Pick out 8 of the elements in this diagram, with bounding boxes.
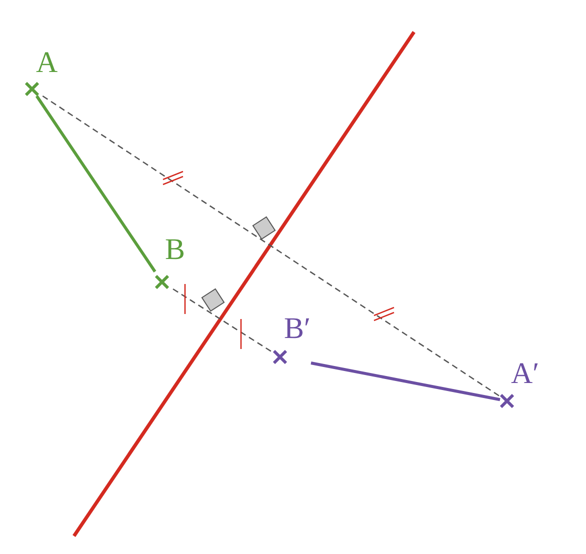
line-segment [172,288,274,354]
point-label: B [165,235,186,265]
point-label: B′ [284,314,311,344]
line-segment [310,362,500,402]
point-label: A′ [511,359,540,389]
line-segment [35,95,156,272]
point-label: A [36,48,58,78]
line-segment [42,95,500,397]
